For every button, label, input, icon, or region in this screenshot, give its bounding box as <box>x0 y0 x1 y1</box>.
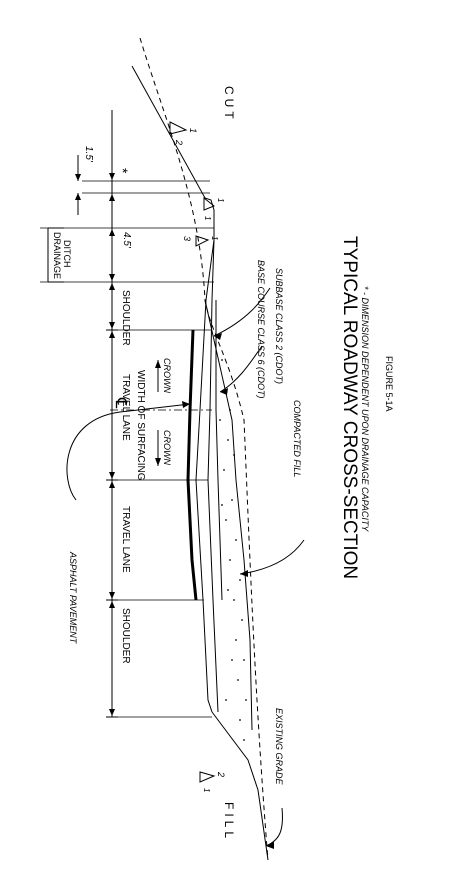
crown-top-arrow <box>155 360 161 392</box>
centerline-symbol: ℄ <box>112 397 129 409</box>
slope-cut-2-text: 2 <box>174 139 184 145</box>
drainage-label-1: DRAINAGE <box>52 232 62 279</box>
subbase-bottom-line <box>215 300 223 601</box>
title-text: TYPICAL ROADWAY CROSS-SECTION <box>339 236 360 579</box>
crown-top-text: CROWN <box>162 358 172 393</box>
fill-text: FILL <box>222 802 236 842</box>
asphalt-leader <box>66 403 191 501</box>
slope-fill-2-text: 2 <box>216 771 226 777</box>
dim-star-text: * <box>115 168 131 174</box>
travel-lane-top-text: TRAVEL LANE <box>120 374 131 441</box>
shoulder-top-text: SHOULDER <box>120 290 131 346</box>
figure-text: FIGURE 5-1A <box>384 356 394 412</box>
compacted-fill-text: COMPACTED FILL <box>292 400 302 477</box>
asphalt-pavement-text: ASPHALT PAVEMENT <box>68 551 78 645</box>
slope-ditch-1b-text: 1 <box>203 216 212 220</box>
existing-grade-line <box>139 37 269 861</box>
fill-slope-line <box>211 711 269 861</box>
ditch-slope-triangle <box>203 196 215 211</box>
crown-bottom-text: CROWN <box>162 430 172 465</box>
fill-slope-triangle <box>199 771 216 783</box>
dim-1-5-text: 1.5' <box>83 146 94 163</box>
slope-ditch-1-text: 1 <box>216 198 225 202</box>
foreslope-triangle <box>195 235 210 247</box>
slope-3-text: 3 <box>182 236 192 241</box>
subbase-leader <box>219 345 263 393</box>
compacted-fill-stipple <box>219 359 247 741</box>
slope-3-1-text: 1 <box>210 236 219 240</box>
base-course-leader <box>213 287 271 337</box>
slope-fill-1-text: 1 <box>202 788 211 792</box>
cut-text: CUT <box>222 86 236 123</box>
travel-lane-bottom-text: TRAVEL LANE <box>120 506 131 573</box>
slope-cut-1-text: 1 <box>188 128 198 133</box>
subbase-text: SUBBASE CLASS 2 (CDOT) <box>274 268 284 384</box>
dim-4-5-text: 4.5' <box>121 232 132 249</box>
note-text: * - DIMENSION DEPENDENT UPON DRAINAGE CA… <box>360 286 370 532</box>
cut-slope-triangle <box>169 121 188 135</box>
shoulder-bottom-text: SHOULDER <box>120 608 131 664</box>
base-course-text: BASE COURSE CLASS 6 (CDOT) <box>256 260 266 399</box>
existing-grade-text: EXISTING GRADE <box>274 708 284 786</box>
subgrade-top-line <box>195 299 213 713</box>
asphalt-pavement-line <box>186 329 198 601</box>
drainage-label-2: DITCH <box>62 240 72 268</box>
existing-grade-leader <box>265 807 283 847</box>
dimension-arrows <box>75 173 115 716</box>
base-bottom-line <box>207 239 219 713</box>
crown-bottom-arrow <box>155 430 161 466</box>
compacted-fill-boundary <box>204 299 253 731</box>
width-of-surfacing-text: WIDTH OF SURFACING <box>135 370 146 481</box>
